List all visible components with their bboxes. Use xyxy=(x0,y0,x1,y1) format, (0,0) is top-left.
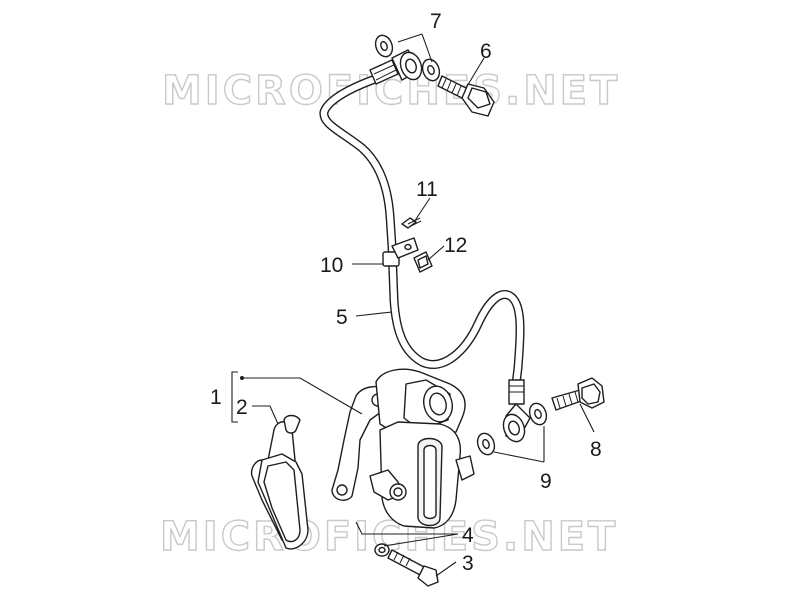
callout-2: 2 xyxy=(236,396,248,419)
lower-banjo-bolt xyxy=(551,377,605,411)
brake-pads xyxy=(250,414,309,550)
clamp-screw xyxy=(401,217,422,229)
upper-banjo-fitting xyxy=(391,49,423,81)
spring-clip xyxy=(413,251,433,273)
callout-1: 1 xyxy=(210,386,222,409)
callout-4: 4 xyxy=(462,524,474,547)
callout-8: 8 xyxy=(590,438,602,461)
caliper-washer xyxy=(374,543,390,557)
callout-9: 9 xyxy=(540,470,552,493)
hose-clamp xyxy=(382,237,419,267)
upper-banjo-bolt xyxy=(437,75,495,117)
brake-hose xyxy=(319,59,525,405)
brake-caliper xyxy=(331,368,475,529)
callout-5: 5 xyxy=(336,306,348,329)
watermark-bottom: MICROFICHES.NET xyxy=(160,514,618,560)
leader-lines xyxy=(231,33,595,577)
lower-banjo-fitting xyxy=(502,403,531,443)
callout-11: 11 xyxy=(416,178,438,201)
callout-12: 12 xyxy=(444,234,467,257)
callout-6: 6 xyxy=(480,40,492,63)
callout-3: 3 xyxy=(462,552,474,575)
lower-sealing-washers xyxy=(476,402,548,456)
upper-sealing-washers xyxy=(374,34,441,82)
callout-10: 10 xyxy=(320,254,343,277)
callout-7: 7 xyxy=(430,10,442,33)
leader-dot xyxy=(240,376,244,380)
caliper-bolt xyxy=(387,549,439,587)
